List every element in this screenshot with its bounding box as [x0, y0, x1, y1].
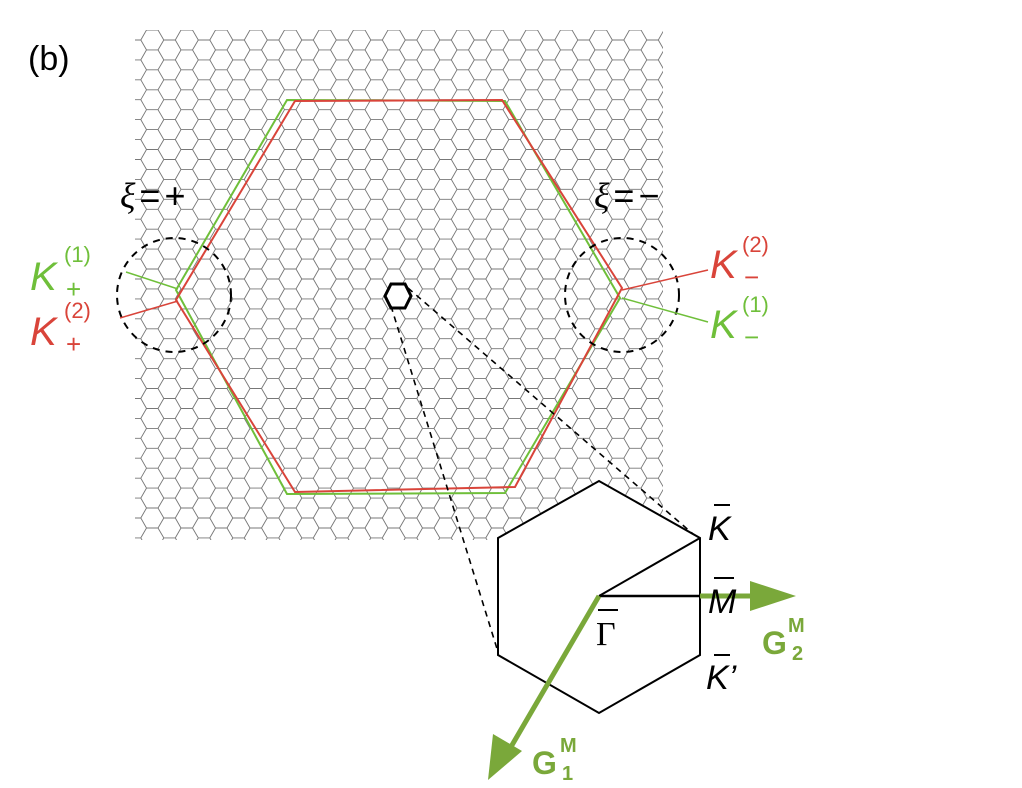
k-plus-2-leader [119, 300, 179, 319]
svg-text:−: − [744, 322, 759, 352]
valley-plus-label: ξ=+ [120, 175, 185, 216]
gamma-to-k-line [598, 537, 701, 597]
svg-text:K: K [30, 255, 59, 299]
k-prime-bar-label: K’ [706, 654, 737, 697]
m-bar-label: M [708, 577, 737, 621]
k-minus-2-label: K (2) − [710, 232, 769, 292]
panel-label: (b) [28, 40, 70, 78]
g1-arrow-head [488, 734, 522, 780]
svg-text:K: K [30, 310, 59, 354]
svg-text:M: M [708, 583, 737, 621]
k-minus-1-leader [621, 297, 709, 323]
g1-label: G M 1 [532, 735, 577, 785]
svg-text:G: G [532, 745, 557, 781]
svg-text:Γ: Γ [596, 616, 616, 653]
zoom-line-lower [390, 305, 499, 653]
svg-text:(1): (1) [64, 242, 91, 267]
svg-text:1: 1 [562, 763, 573, 785]
svg-text:M: M [788, 615, 805, 637]
k-minus-2-leader [621, 269, 709, 291]
svg-text:(1): (1) [742, 292, 769, 317]
valley-plus-circle [116, 237, 232, 353]
moire-bz-small-hexagon [383, 282, 413, 310]
k-plus-1-label: K (1) + [30, 242, 91, 304]
svg-text:+: + [66, 274, 81, 304]
svg-text:(2): (2) [742, 232, 769, 257]
g2-arrow-head [750, 581, 796, 611]
svg-text:(2): (2) [64, 298, 91, 323]
k-plus-2-label: K (2) + [30, 298, 91, 359]
zoom-line-upper [407, 287, 701, 541]
g2-label: G M 2 [762, 615, 805, 665]
valley-minus-label: ξ=− [594, 175, 659, 216]
svg-text:G: G [762, 625, 787, 661]
svg-text:K: K [710, 243, 739, 287]
k-plus-1-leader [125, 271, 179, 290]
valley-minus-circle [564, 237, 680, 353]
g1-arrow-shaft [505, 594, 602, 754]
green-bz-hexagon [174, 98, 622, 496]
svg-text:K: K [708, 510, 732, 548]
k-minus-1-label: K (1) − [710, 292, 769, 352]
k-bar-label: K [708, 504, 732, 548]
svg-text:M: M [560, 735, 577, 757]
svg-text:2: 2 [792, 643, 803, 665]
gamma-bar-label: Γ [596, 609, 618, 653]
svg-text:K: K [710, 303, 739, 347]
svg-text:K’: K’ [706, 659, 737, 697]
svg-text:−: − [744, 262, 759, 292]
svg-text:+: + [66, 329, 81, 359]
red-bz-hexagon [174, 98, 624, 494]
